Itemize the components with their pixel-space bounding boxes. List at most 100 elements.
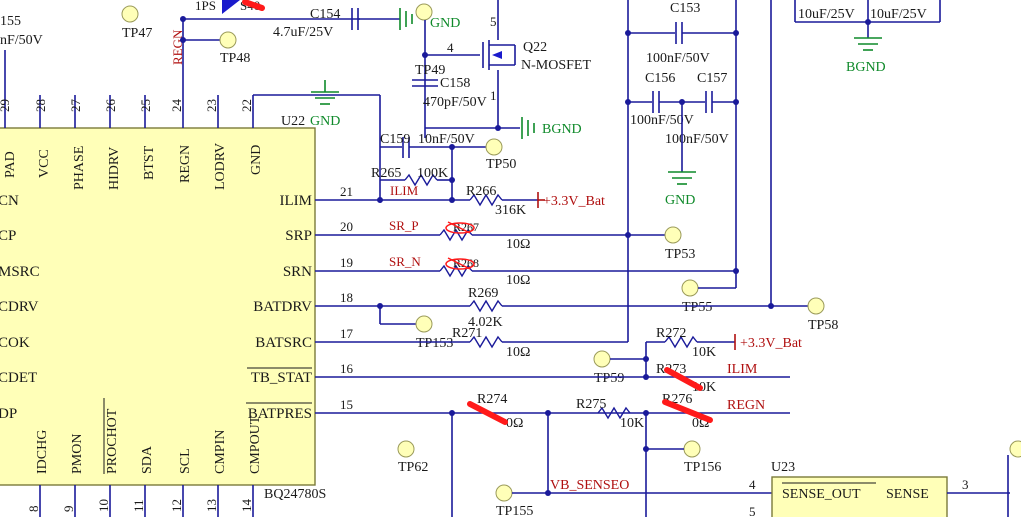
right-pin-stubs [315,199,360,414]
q22-pin5: 5 [490,14,497,29]
pin-num-26: 26 [103,99,118,113]
net-vb-senseo: VB_SENSEO [550,478,629,493]
pin-num-15: 15 [340,397,353,412]
pin-name-dp: DP [0,406,17,422]
pin-num-13: 13 [204,499,219,512]
pin-name-srn: SRN [283,264,312,280]
pin-name-vcc: VCC [37,149,52,178]
net-33v-bat-a: +3.3V_Bat [543,194,605,209]
pin-num-20: 20 [340,219,353,234]
c159-value: 10nF/50V [418,132,475,147]
pin-name-idchg: IDCHG [35,430,50,474]
tp58-pad [807,297,825,315]
pin-name-cmpin: CMPIN [213,430,228,474]
pin-name-gnd: GND [249,145,264,175]
pin-num-8: 8 [26,506,41,513]
diode-partial [222,0,240,14]
pin-name-batdrv: BATDRV [253,299,312,315]
strike-diode [242,0,265,11]
r275-ref: R275 [576,397,606,412]
pin-name-cdet: CDET [0,370,37,386]
net-sr-n: SR_N [389,254,421,269]
r265-value: 100K [417,166,448,181]
pin-name-sda: SDA [140,445,155,474]
top-pin-stubs [4,40,254,128]
r271-value: 10Ω [506,345,530,360]
c157-value: 100nF/50V [665,132,729,147]
tp55-label: TP55 [682,300,712,315]
r274-value: 0Ω [506,416,523,431]
tp55-pad [681,279,699,297]
pin-num-19: 19 [340,255,353,270]
r269-value: 4.02K [468,315,503,330]
regn-wire-top [182,18,360,41]
tp47-label: TP47 [122,26,152,41]
tp156-pad [683,440,701,458]
u23-sense: SENSE [886,487,929,502]
pin-num-25: 25 [138,99,153,112]
c155-value: nF/50V [0,33,43,48]
pin-num-9: 9 [61,506,76,513]
r268-value: 10Ω [506,273,530,288]
pin-name-cp: CP [0,228,16,244]
tp49-label: TP49 [415,63,445,78]
net-ilim: ILIM [390,183,419,198]
tp53-pad [664,226,682,244]
r269-ref: R269 [468,286,498,301]
pin-num-12: 12 [169,499,184,512]
c154-value: 4.7uF/25V [273,25,333,40]
pin-name-hidrv: HIDRV [107,147,122,190]
bgnd-top-icon [854,37,882,51]
tp50-label: TP50 [486,157,516,172]
pin-name-batpres: BATPRES [248,406,312,422]
r266-ref: R266 [466,184,496,199]
u23-sense-out: SENSE_OUT [782,487,861,502]
u22gnd-icon [311,80,339,105]
tp59-pad [593,350,611,368]
c155-ref: 155 [0,14,21,29]
c154-ref: C154 [310,7,340,22]
net-33v-bat-b: +3.3V_Bat [740,336,802,351]
pin-name-batsrc: BATSRC [255,335,312,351]
strike-r273 [664,367,703,391]
tp155-pad [495,484,513,502]
pin-name-tb-stat: TB_STAT [251,370,312,386]
u23-pin4: 4 [749,477,756,492]
pin-num-28: 28 [33,99,48,112]
pin-name-msrc: MSRC [0,264,40,280]
c153-value: 100nF/50V [646,51,710,66]
r275-value: 10K [620,416,644,431]
c156-value: 100nF/50V [630,113,694,128]
pin-num-27: 27 [68,99,83,113]
pin-name-regn: REGN [178,145,193,183]
r272-ref: R272 [656,326,686,341]
tp62-label: TP62 [398,460,428,475]
pin-name-cmpout: CMPOUT [248,415,263,474]
bgnd-q22-label: BGND [542,122,582,137]
pin-num-22: 22 [239,99,254,112]
pin-name-scl: SCL [178,448,193,474]
tp47-pad [121,5,139,23]
pin-num-17: 17 [340,326,354,341]
pin-name-phase: PHASE [72,146,87,190]
r274-ref: R274 [477,392,507,407]
c158-value: 470pF/50V [423,95,487,110]
tp62-pad [397,440,415,458]
c153-ref: C153 [670,1,700,16]
pin-name-btst: BTST [142,145,157,180]
strike-r274 [467,401,508,425]
pin-num-14: 14 [239,499,254,513]
pin-num-10: 10 [96,499,111,512]
u23-pin3: 3 [962,477,969,492]
q22-type: N-MOSFET [521,58,591,73]
pin-name-pmon: PMON [70,434,85,474]
q22-pin1: 1 [490,88,497,103]
bgnd-top-label: BGND [846,60,886,75]
pin-name-cn: CN [0,193,19,209]
pin-name-cdrv: CDRV [0,299,39,315]
tp48-pad [219,31,237,49]
pin-num-24: 24 [169,99,184,113]
u22gnd-label: GND [310,114,340,129]
c159-ref: C159 [380,132,410,147]
